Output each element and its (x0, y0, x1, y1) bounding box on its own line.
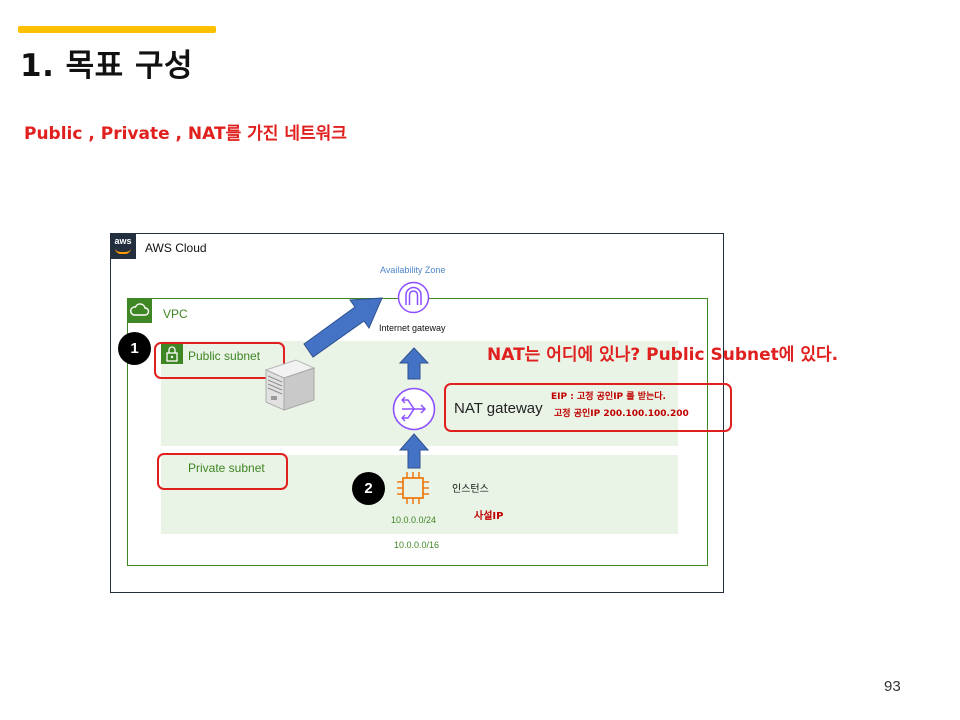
slide-subtitle: Public , Private , NAT를 가진 네트워크 (24, 124, 347, 144)
arrow-instance-to-nat (398, 433, 430, 469)
instance-label: 인스턴스 (452, 484, 489, 495)
nat-gateway-highlight (444, 383, 732, 432)
step-badge-1: 1 (118, 332, 151, 365)
internet-gateway-label: Internet gateway (379, 323, 446, 333)
subnet-lock-icon (161, 344, 183, 364)
page-number: 93 (884, 678, 901, 695)
arrow-server-to-igw (303, 297, 383, 358)
public-subnet-label: Public subnet (188, 349, 261, 363)
vpc-label: VPC (163, 307, 188, 321)
private-subnet-highlight (157, 453, 288, 490)
accent-bar (18, 26, 216, 33)
vpc-cidr: 10.0.0.0/16 (394, 540, 440, 550)
vpc-cloud-icon (127, 298, 152, 323)
public-subnet-highlight (154, 342, 285, 379)
subnet-cidr: 10.0.0.0/24 (391, 515, 437, 525)
aws-cloud-label: AWS Cloud (145, 241, 207, 255)
aws-cloud-group (110, 233, 724, 593)
eip-note: EIP : 고정 공인IP 를 받는다. (551, 392, 666, 402)
nat-gateway-label: NAT gateway (454, 400, 543, 417)
slide-title: 1. 목표 구성 (20, 48, 194, 84)
server-icon (264, 359, 316, 411)
ec2-instance-icon (397, 472, 429, 504)
internet-gateway-icon (397, 281, 430, 314)
aws-logo: aws (110, 233, 136, 259)
private-ip-label: 사설IP (474, 511, 504, 522)
private-subnet-label: Private subnet (188, 461, 265, 475)
fixed-ip-note: 고정 공인IP 200.100.100.200 (554, 409, 689, 419)
step-badge-2: 2 (352, 472, 385, 505)
nat-location-callout: NAT는 어디에 있나? Public Subnet에 있다. (487, 345, 839, 365)
arrow-nat-to-igw (398, 347, 430, 380)
availability-zone-label: Availability Zone (380, 265, 446, 275)
nat-gateway-icon (392, 387, 436, 431)
